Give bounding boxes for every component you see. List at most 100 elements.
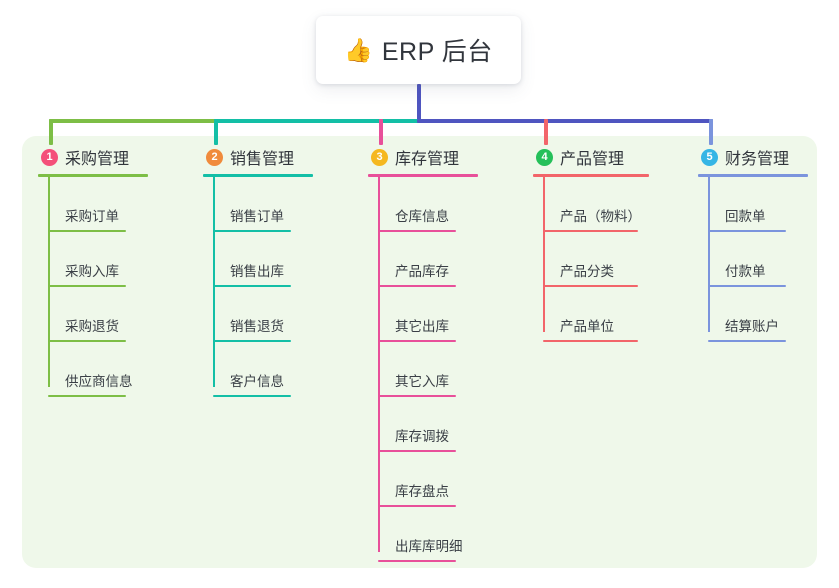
branch-header-2[interactable]: 2 销售管理 (203, 146, 353, 168)
branch-item-list: 采购订单采购入库采购退货供应商信息 (38, 177, 188, 397)
branch-item-label: 出库库明细 (395, 539, 463, 554)
branch-item[interactable]: 库存盘点 (368, 452, 518, 507)
branch-item-label: 供应商信息 (65, 374, 133, 389)
branch-header-underline (203, 174, 313, 177)
branch-item-label: 销售出库 (230, 264, 284, 279)
branch-title: 财务管理 (725, 151, 790, 168)
branch-item-label: 仓库信息 (395, 209, 449, 224)
branch-item[interactable]: 采购入库 (38, 232, 188, 287)
branch-header-1[interactable]: 1 采购管理 (38, 146, 188, 168)
branch-item-label: 采购订单 (65, 209, 119, 224)
branch-spine (378, 177, 380, 552)
branch-title: 采购管理 (65, 151, 130, 168)
branch-item-underline (543, 230, 638, 232)
branch-item-label: 采购退货 (65, 319, 119, 334)
branch-item-underline (213, 285, 291, 287)
connector-stub-1 (49, 119, 53, 145)
branch-item-label: 其它出库 (395, 319, 449, 334)
branch-item-label: 销售订单 (230, 209, 284, 224)
branch-item-underline (378, 560, 456, 562)
branch-spine (213, 177, 215, 387)
branch-header-underline (38, 174, 148, 177)
root-node-erp-backend[interactable]: 👍 ERP 后台 (316, 16, 521, 84)
branch-item-label: 客户信息 (230, 374, 284, 389)
branch-item-underline (378, 450, 456, 452)
branch-header-3[interactable]: 3 库存管理 (368, 146, 518, 168)
branch-item[interactable]: 结算账户 (698, 287, 818, 342)
branch-column-2: 2 销售管理销售订单销售出库销售退货客户信息 (203, 146, 353, 397)
diagram-background-panel (22, 136, 817, 568)
branch-header-underline (533, 174, 649, 177)
branch-column-3: 3 库存管理仓库信息产品库存其它出库其它入库库存调拨库存盘点出库库明细 (368, 146, 518, 562)
branch-item-underline (378, 230, 456, 232)
branch-item-label: 付款单 (725, 264, 766, 279)
branch-item[interactable]: 采购退货 (38, 287, 188, 342)
branch-item[interactable]: 销售退货 (203, 287, 353, 342)
branch-title: 销售管理 (230, 151, 295, 168)
branch-item[interactable]: 其它出库 (368, 287, 518, 342)
branch-title: 产品管理 (560, 151, 625, 168)
branch-item-list: 销售订单销售出库销售退货客户信息 (203, 177, 353, 397)
branch-item-label: 结算账户 (725, 319, 779, 334)
branch-item-underline (378, 395, 456, 397)
branch-header-underline (368, 174, 478, 177)
branch-item[interactable]: 出库库明细 (368, 507, 518, 562)
branch-spine (48, 177, 50, 387)
branch-item-label: 库存盘点 (395, 484, 449, 499)
branch-item-underline (48, 395, 126, 397)
branch-item[interactable]: 销售出库 (203, 232, 353, 287)
branch-number-badge: 2 (206, 148, 223, 166)
thumbs-up-icon: 👍 (344, 36, 373, 63)
branch-header-underline (698, 174, 808, 177)
branch-item-underline (708, 340, 786, 342)
connector-stub-4 (544, 119, 548, 145)
branch-number-badge: 3 (371, 148, 388, 166)
branch-item-label: 产品分类 (560, 264, 614, 279)
branch-item-label: 产品（物料） (560, 209, 641, 224)
branch-item-underline (213, 395, 291, 397)
branch-item-underline (213, 230, 291, 232)
branch-item-underline (48, 285, 126, 287)
branch-item[interactable]: 产品库存 (368, 232, 518, 287)
branch-header-5[interactable]: 5 财务管理 (698, 146, 818, 168)
branch-item-underline (213, 340, 291, 342)
branch-item-underline (708, 285, 786, 287)
branch-item-list: 仓库信息产品库存其它出库其它入库库存调拨库存盘点出库库明细 (368, 177, 518, 562)
branch-spine (708, 177, 710, 332)
branch-item[interactable]: 采购订单 (38, 177, 188, 232)
branch-item-label: 产品库存 (395, 264, 449, 279)
branch-item[interactable]: 库存调拨 (368, 397, 518, 452)
connector-bar-segment-green (49, 119, 216, 123)
branch-item-label: 产品单位 (560, 319, 614, 334)
branch-item[interactable]: 客户信息 (203, 342, 353, 397)
branch-item[interactable]: 产品单位 (533, 287, 693, 342)
branch-item[interactable]: 付款单 (698, 232, 818, 287)
branch-item[interactable]: 仓库信息 (368, 177, 518, 232)
root-node-title: ERP 后台 (381, 38, 493, 66)
branch-item[interactable]: 产品分类 (533, 232, 693, 287)
branch-item-label: 库存调拨 (395, 429, 449, 444)
branch-item-underline (378, 340, 456, 342)
branch-number-badge: 5 (701, 148, 718, 166)
branch-item[interactable]: 供应商信息 (38, 342, 188, 397)
branch-item-list: 产品（物料） 产品分类产品单位 (533, 177, 693, 342)
branch-item-underline (708, 230, 786, 232)
branch-title: 库存管理 (395, 151, 460, 168)
branch-item[interactable]: 其它入库 (368, 342, 518, 397)
branch-item-underline (378, 285, 456, 287)
branch-item[interactable]: 销售订单 (203, 177, 353, 232)
branch-number-badge: 1 (41, 148, 58, 166)
root-trunk-line (417, 84, 421, 123)
branch-item-underline (378, 505, 456, 507)
connector-stub-5 (709, 119, 713, 145)
branch-item[interactable]: 产品（物料） (533, 177, 693, 232)
branch-item-label: 其它入库 (395, 374, 449, 389)
branch-item[interactable]: 回款单 (698, 177, 818, 232)
branch-item-label: 回款单 (725, 209, 766, 224)
branch-item-underline (48, 230, 126, 232)
branch-column-5: 5 财务管理回款单付款单结算账户 (698, 146, 818, 342)
branch-item-label: 销售退货 (230, 319, 284, 334)
